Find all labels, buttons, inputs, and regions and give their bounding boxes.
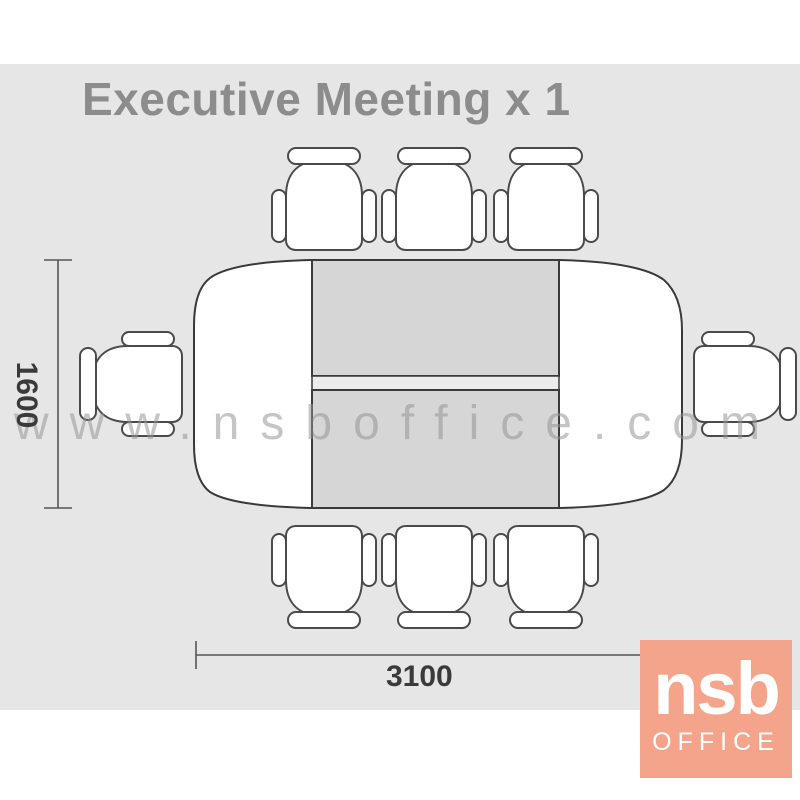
chair-top-3 (493, 147, 599, 251)
page-title: Executive Meeting x 1 (82, 73, 571, 125)
logo-letters: nsb (653, 647, 781, 730)
chair-bottom-1 (271, 525, 377, 629)
chair-bottom-2 (381, 525, 487, 629)
table-center-divider (311, 375, 560, 391)
table-center-panel-top (311, 259, 560, 377)
dimension-depth (44, 259, 72, 509)
watermark-text: www.nsboffice.com (14, 397, 781, 450)
chair-top-1 (271, 147, 377, 251)
width-dimension-label: 3100 (386, 660, 453, 693)
chair-top-2 (381, 147, 487, 251)
meeting-table (193, 259, 683, 509)
chair-bottom-3 (493, 525, 599, 629)
nsb-office-logo: nsb OFFICE (640, 640, 792, 778)
table-center-panel-bottom (311, 389, 560, 509)
logo-subtitle: OFFICE (652, 728, 780, 756)
depth-dimension-label: 1600 (10, 361, 43, 429)
